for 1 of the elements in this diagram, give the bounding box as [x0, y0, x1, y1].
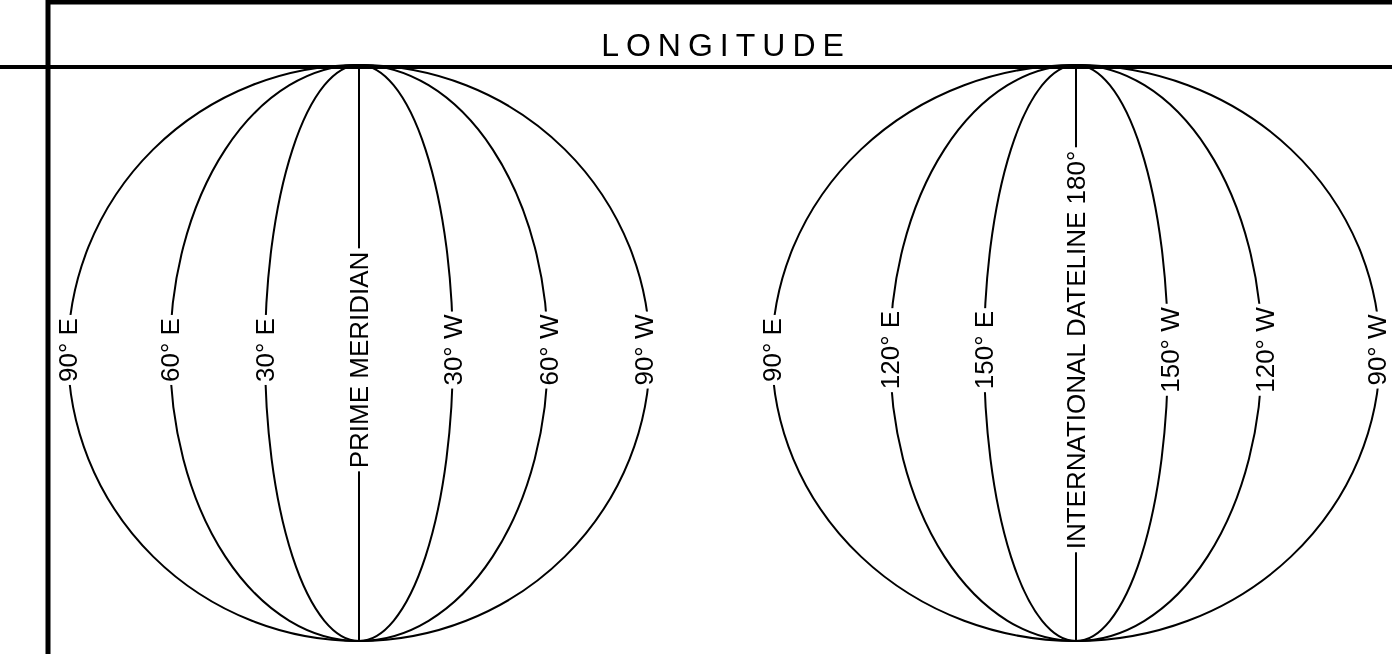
diagram-title: LONGITUDE	[600, 28, 852, 62]
